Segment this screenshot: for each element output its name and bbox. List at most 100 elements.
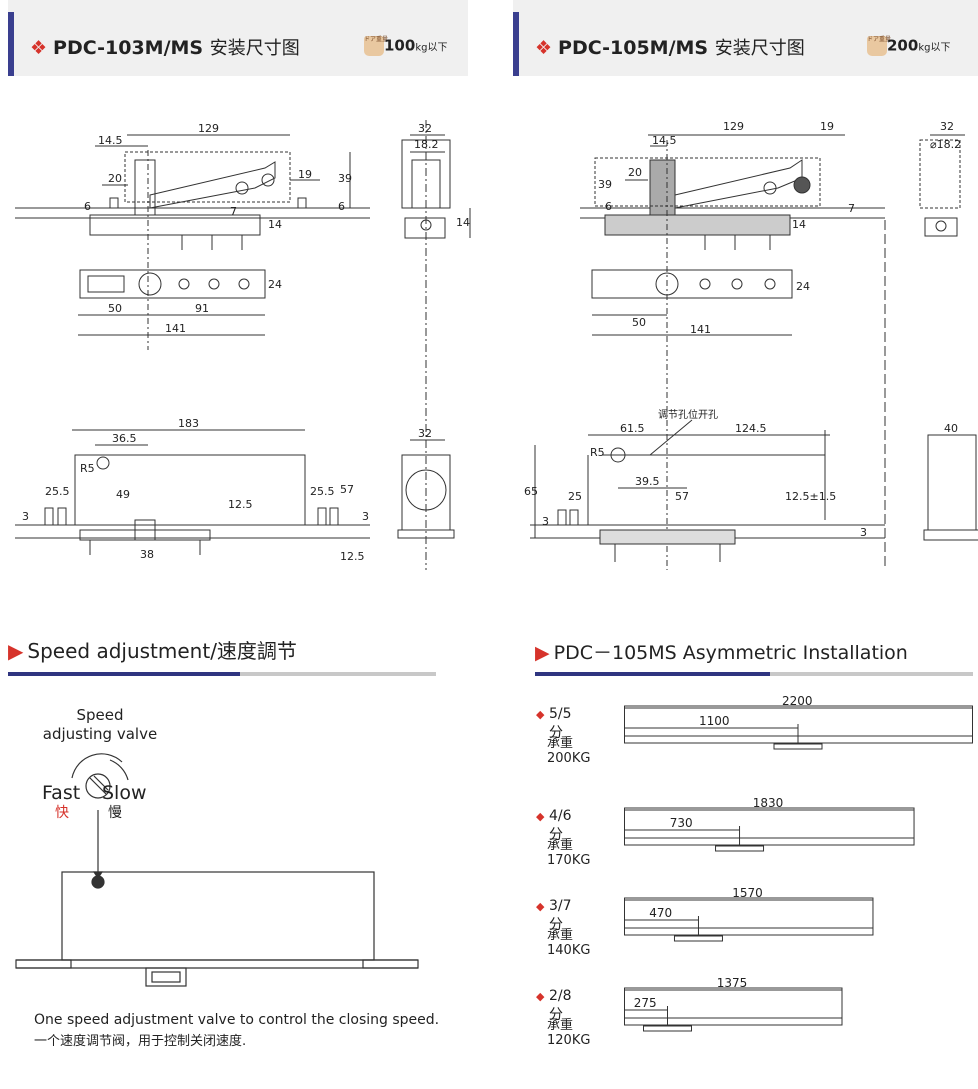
dim-25-5: 25.5: [310, 485, 335, 498]
badge-value: 200: [887, 36, 919, 55]
valve-label-line1: Speed: [76, 706, 124, 724]
ratio-label: 3/7分: [549, 898, 572, 933]
accent-bar: [8, 12, 14, 76]
section-rule: [240, 672, 436, 676]
fast-label: Fast: [42, 782, 81, 804]
dim-183: 183: [178, 417, 199, 430]
dim-19: 19: [820, 120, 834, 133]
diamond-icon: ◆: [536, 810, 545, 823]
dim-20: 20: [108, 172, 122, 185]
drawing-pdc-103: 129 14.5 20 19 39 6 6 7 14 32 18.2 14 24…: [15, 120, 471, 570]
section-rule: [535, 672, 770, 676]
caption-cn: 一个速度调节阀，用于控制关闭速度.: [34, 1034, 247, 1049]
dim-18-2: 18.2: [414, 138, 439, 151]
closer-icon: [673, 935, 723, 942]
dim-3: 3: [860, 526, 867, 539]
diamond-icon: ◆: [536, 708, 545, 721]
dim-141: 141: [165, 322, 186, 335]
pivot-arm: [134, 159, 156, 216]
ratio-label: 5/5分: [549, 706, 572, 741]
dim-50: 50: [108, 302, 122, 315]
badge-unit: kg以下: [415, 42, 448, 54]
dim-6: 6: [338, 200, 345, 213]
asym-section-title: ▶PDC－105MS Asymmetric Installation: [535, 638, 908, 665]
plan-body: [79, 269, 266, 299]
weight-badge: ドア重量200kg以下: [867, 36, 950, 56]
dim-57: 57: [675, 490, 689, 503]
title-cn: 安装尺寸图: [714, 38, 805, 59]
page-title: ❖PDC-103M/MS 安装尺寸图: [30, 34, 300, 60]
dim-129: 129: [723, 120, 744, 133]
speed-valve-diagram: [15, 753, 419, 987]
dim-14: 14: [792, 218, 806, 231]
load-label: 承重200KG: [547, 736, 591, 766]
dim-20: 20: [628, 166, 642, 179]
arrow-cw: [109, 759, 129, 781]
load-label: 承重140KG: [547, 928, 591, 958]
dim-25: 25: [568, 490, 582, 503]
dim-124-5: 124.5: [735, 422, 767, 435]
dim-32: 32: [418, 427, 432, 440]
dim-39: 39: [338, 172, 352, 185]
door-diagram: [624, 807, 915, 852]
caption-en: One speed adjustment valve to control th…: [34, 1012, 440, 1028]
ratio-label: 2/8分: [549, 988, 572, 1023]
dim-14: 14: [268, 218, 282, 231]
dim-19: 19: [298, 168, 312, 181]
dim-24: 24: [796, 280, 810, 293]
total-dim: 2200: [782, 694, 813, 708]
total-dim: 1375: [716, 976, 748, 990]
spindle: [145, 967, 187, 987]
dim-57: 57: [340, 483, 354, 496]
door-diagram: [624, 705, 973, 750]
model-name: PDC-105M/MS: [558, 37, 709, 59]
part-dim: 1100: [699, 714, 730, 728]
header-right: ❖PDC-105M/MS 安装尺寸图 ドア重量200kg以下: [513, 0, 978, 76]
dim-24: 24: [268, 278, 282, 291]
dim-12-5: 12.5: [228, 498, 253, 511]
part-dim: 470: [649, 906, 673, 920]
fast-cn-label: 快: [55, 805, 69, 821]
dim-39-5: 39.5: [635, 475, 660, 488]
door-panel: [624, 987, 843, 1026]
weight-icon: ドア重量: [867, 36, 891, 56]
diamond-icon: ❖: [30, 37, 48, 59]
closer-icon: [773, 743, 823, 750]
dim-49: 49: [116, 488, 130, 501]
door-panel: [624, 807, 915, 846]
door-diagram: [624, 987, 843, 1032]
speed-section-title: ▶Speed adjustment/速度調节: [8, 635, 297, 664]
total-dim: 1570: [732, 886, 763, 900]
badge-value: 100: [384, 36, 416, 55]
accent-bar: [513, 12, 519, 76]
dim-7: 7: [230, 205, 237, 218]
dim-18-2: ⌀18.2: [930, 138, 961, 151]
front-body: [74, 454, 306, 526]
roller: [235, 181, 249, 195]
diamond-icon: ◆: [536, 990, 545, 1003]
closer-body: [61, 871, 375, 961]
drawing-pdc-105: 129 19 14.5 39 20 6 7 14 32 ⌀18.2 24 50 …: [524, 120, 978, 570]
dim-65: 65: [524, 485, 538, 498]
dim-3: 3: [542, 515, 549, 528]
dim-r5: R5: [80, 462, 95, 475]
section-rule: [770, 672, 973, 676]
valve-label: Speed adjusting valve: [40, 706, 160, 744]
dim-6: 6: [605, 200, 612, 213]
dim-38: 38: [140, 548, 154, 561]
dim-129: 129: [198, 122, 219, 135]
door-panel: [624, 897, 874, 936]
ratio-label: 4/6分: [549, 808, 572, 843]
dim-39: 39: [598, 178, 612, 191]
load-label: 承重120KG: [547, 1018, 591, 1048]
slow-label: Slow: [102, 782, 147, 804]
valve-screw-icon: [85, 773, 111, 799]
badge-unit: kg以下: [918, 42, 951, 54]
load-label: 承重170KG: [547, 838, 591, 868]
roller: [261, 173, 275, 187]
closer-icon: [715, 845, 765, 852]
dim-25-5: 25.5: [45, 485, 70, 498]
speed-title-text: Speed adjustment/速度調节: [27, 639, 297, 663]
dim-32: 32: [418, 122, 432, 135]
dim-50: 50: [632, 316, 646, 329]
